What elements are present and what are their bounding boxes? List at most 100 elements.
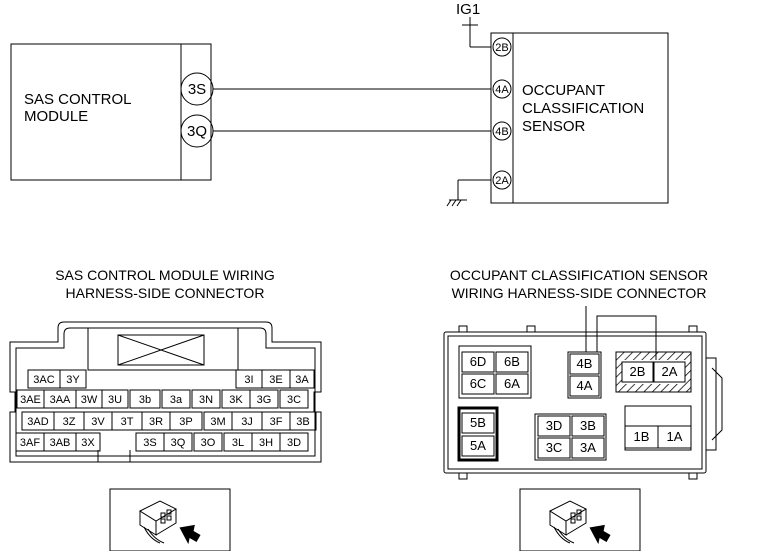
- sas-terminal-3d: 3D: [287, 437, 301, 449]
- sas-terminal-3b-box: [129, 389, 161, 409]
- ocs-pin-2b: 2B: [495, 42, 508, 54]
- ig1-power-feed: IG1: [456, 1, 491, 48]
- sas-terminal-3x: 3X: [81, 437, 95, 449]
- ocs-label-line1: OCCUPANT: [522, 82, 605, 99]
- sas-terminal-3x-box: [75, 432, 101, 452]
- sas-terminal-3p-box: [169, 411, 203, 431]
- ocs-pin-4b: 4B: [495, 126, 508, 138]
- ocs-terminal-3b-box: [571, 415, 605, 437]
- ocs-label-line3: SENSOR: [522, 118, 586, 135]
- sas-terminal-3v: 3V: [91, 416, 105, 428]
- ocs-terminal-4a: 4A: [577, 378, 593, 393]
- ig1-label: IG1: [456, 1, 480, 18]
- ocs-terminal-4b-box: [569, 353, 600, 375]
- connector-view-icon-left: [109, 488, 231, 551]
- sas-terminal-3a: 3A: [295, 374, 309, 386]
- ocs-terminal-3a: 3A: [580, 440, 596, 455]
- sas-terminal-3af: 3AF: [20, 437, 40, 449]
- ocs-terminal-3c-box: [537, 437, 571, 459]
- sas-module-label-line1: SAS CONTROL: [24, 91, 132, 108]
- ocs-terminal-6d: 6D: [470, 354, 487, 369]
- sas-terminal-3g-box: [249, 389, 279, 409]
- sas-terminal-3i: 3I: [244, 374, 253, 386]
- sas-terminal-3ab: 3AB: [50, 437, 71, 449]
- ocs-connector-title-line1: OCCUPANT CLASSIFICATION SENSOR: [450, 267, 708, 283]
- sas-terminal-3c: 3C: [287, 394, 301, 406]
- ocs-pin-2a: 2A: [495, 175, 509, 187]
- sas-connector-title-line2: HARNESS-SIDE CONNECTOR: [66, 285, 265, 301]
- sas-pin-3q: 3Q: [187, 123, 207, 140]
- ocs-terminal-2a-box: [653, 361, 686, 383]
- sas-terminal-3n: 3N: [199, 394, 213, 406]
- ocs-terminal-6b: 6B: [504, 354, 520, 369]
- sas-terminal-3k: 3K: [229, 394, 243, 406]
- ocs-terminal-6c: 6C: [470, 376, 487, 391]
- ocs-terminal-1a: 1A: [667, 429, 683, 444]
- sas-terminal-3c-box: [279, 389, 309, 409]
- sas-terminal-3q-box: [163, 432, 193, 452]
- sas-terminal-3o: 3O: [201, 437, 216, 449]
- ocs-terminal-6d-box: [461, 351, 495, 373]
- sas-terminal-3q: 3Q: [171, 437, 186, 449]
- sas-terminal-3s: 3S: [143, 437, 156, 449]
- sas-terminal-3r: 3R: [149, 416, 163, 428]
- sas-terminal-3b-box: [289, 411, 317, 431]
- sas-terminal-3m: 3M: [210, 416, 225, 428]
- sas-terminal-3y-box: [59, 369, 87, 389]
- sas-terminal-3a: 3a: [170, 394, 183, 406]
- sas-terminal-3b: 3B: [296, 416, 309, 428]
- sas-terminal-3f: 3F: [270, 416, 283, 428]
- leader-2a: [596, 315, 657, 360]
- sas-terminal-3a-box: [289, 369, 315, 389]
- ocs-terminal-2a: 2A: [662, 364, 678, 379]
- sas-terminal-3t: 3T: [121, 416, 134, 428]
- sas-terminal-3ae: 3AE: [20, 394, 41, 406]
- ocs-terminal-3d-box: [537, 415, 571, 437]
- occupant-classification-sensor: OCCUPANT CLASSIFICATION SENSOR 2B 4A 4B …: [490, 32, 669, 204]
- ocs-terminal-3b: 3B: [580, 418, 596, 433]
- sas-terminal-3j: 3J: [241, 416, 253, 428]
- sas-terminal-3a-box: [161, 389, 191, 409]
- ocs-pin-4a: 4A: [495, 84, 509, 96]
- sas-module-label-line2: MODULE: [24, 108, 88, 125]
- ocs-connector-title-line2: WIRING HARNESS-SIDE CONNECTOR: [452, 285, 707, 301]
- ocs-label-line2: CLASSIFICATION: [522, 100, 644, 117]
- ocs-terminal-4b: 4B: [577, 356, 593, 371]
- sas-terminal-3w: 3W: [81, 394, 98, 406]
- sas-pin-3s: 3S: [188, 81, 206, 98]
- sas-control-module: SAS CONTROL MODULE 3S 3Q: [10, 43, 214, 181]
- sas-terminal-3z: 3Z: [63, 416, 76, 428]
- ocs-terminal-6c-box: [461, 373, 495, 395]
- sas-terminal-3p: 3P: [179, 416, 192, 428]
- sas-terminal-3ac: 3AC: [33, 374, 54, 386]
- ocs-terminal-5a: 5A: [470, 438, 486, 453]
- sas-connector-title-line1: SAS CONTROL MODULE WIRING: [55, 267, 275, 283]
- connector-view-icon-right: [519, 488, 641, 551]
- ocs-terminal-1b: 1B: [634, 429, 650, 444]
- sas-terminal-3ad: 3AD: [27, 416, 48, 428]
- ocs-terminal-6a: 6A: [504, 376, 520, 391]
- ocs-terminal-5b: 5B: [470, 415, 486, 430]
- ocs-terminal-5a-box: [461, 435, 495, 457]
- sas-terminal-3g: 3G: [257, 394, 272, 406]
- sas-terminal-3n-box: [191, 389, 221, 409]
- sas-terminal-3aa: 3AA: [50, 394, 71, 406]
- sas-terminal-3h: 3H: [259, 437, 273, 449]
- sas-terminal-3o-box: [193, 432, 223, 452]
- ocs-terminal-2b-box: [621, 361, 654, 383]
- ocs-terminal-6a-box: [495, 373, 529, 395]
- sas-terminal-3y: 3Y: [66, 374, 80, 386]
- ocs-terminal-5b-box: [461, 412, 495, 434]
- ocs-terminal-6b-box: [495, 351, 529, 373]
- sas-terminal-3u-box: [101, 389, 129, 409]
- sas-terminal-3l: 3L: [232, 437, 244, 449]
- ocs-terminal-2b: 2B: [630, 364, 646, 379]
- ground-symbol: [446, 179, 491, 207]
- sas-terminal-3e: 3E: [269, 374, 282, 386]
- ocs-terminal-3c: 3C: [546, 440, 563, 455]
